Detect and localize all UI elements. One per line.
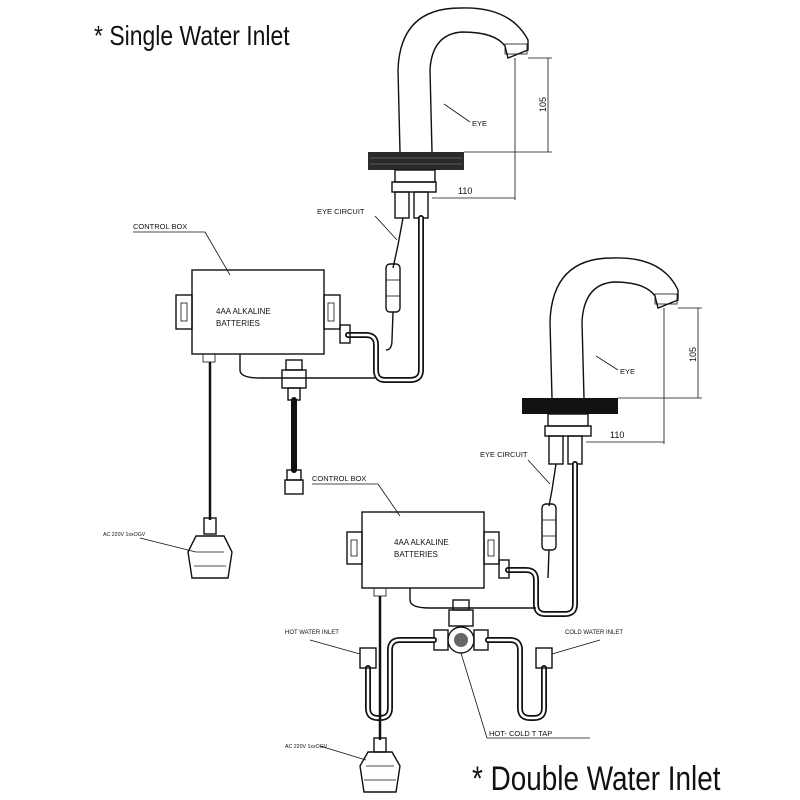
single-control-box: 4AA ALKALINE BATTERIES [175,269,351,363]
double-eye-circuit-connector [541,503,557,551]
single-deck-plate [368,152,464,170]
single-battery-line2: BATTERIES [216,319,260,328]
single-water-inlet-title: * Single Water Inlet [94,20,290,51]
single-eye-label: EYE [472,119,487,128]
double-solenoid-valve [448,599,474,627]
double-power-label: AC 220V 1xxOGV [285,744,328,750]
double-eye-label: EYE [620,367,635,376]
double-control-box: 4AA ALKALINE BATTERIES [346,511,510,597]
single-control-box-label: CONTROL BOX [133,222,187,231]
single-eye-circuit-connector [385,263,401,313]
double-control-box-label: CONTROL BOX [312,474,366,483]
single-height-dimension: 105 [538,97,548,112]
double-battery-line2: BATTERIES [394,550,438,559]
single-battery-line1: 4AA ALKALINE [216,307,271,316]
double-inlet-assembly: 105 110 EYE EYE CIRCUIT 4AA ALKALINE [285,257,702,793]
single-reach-dimension: 110 [458,186,472,196]
double-battery-line1: 4AA ALKALINE [394,538,449,547]
single-dimensions: 105 110 [432,57,552,200]
double-dimensions: 105 110 [586,307,702,444]
single-inlet-assembly: 105 110 EYE EYE CIRCUIT 4AA ALKALINE [103,7,552,579]
t-tap-label: HOT- COLD T TAP [489,729,552,738]
double-eye-circuit-label: EYE CIRCUIT [480,450,528,459]
double-faucet [522,257,679,465]
single-power-plug [187,517,233,579]
double-deck-plate [522,398,618,414]
double-water-inlet-title: * Double Water Inlet [472,760,721,798]
hot-water-inlet-label: HOT WATER INLET [285,630,339,636]
hot-water-inlet-fitting [359,647,377,669]
single-power-label: AC 220V 1xxOGV [103,532,146,538]
hot-cold-t-tap [433,626,489,654]
single-eye-circuit-label: EYE CIRCUIT [317,207,365,216]
cold-water-inlet-label: COLD WATER INLET [565,630,623,636]
double-height-dimension: 105 [688,347,698,362]
double-reach-dimension: 110 [610,430,624,440]
single-faucet [368,7,529,219]
single-solenoid-valve [281,359,307,495]
double-faucet-sensor-eye [654,293,678,305]
cold-water-inlet-fitting [535,647,553,669]
double-power-plug [359,737,401,793]
single-faucet-sensor-eye [504,43,528,55]
